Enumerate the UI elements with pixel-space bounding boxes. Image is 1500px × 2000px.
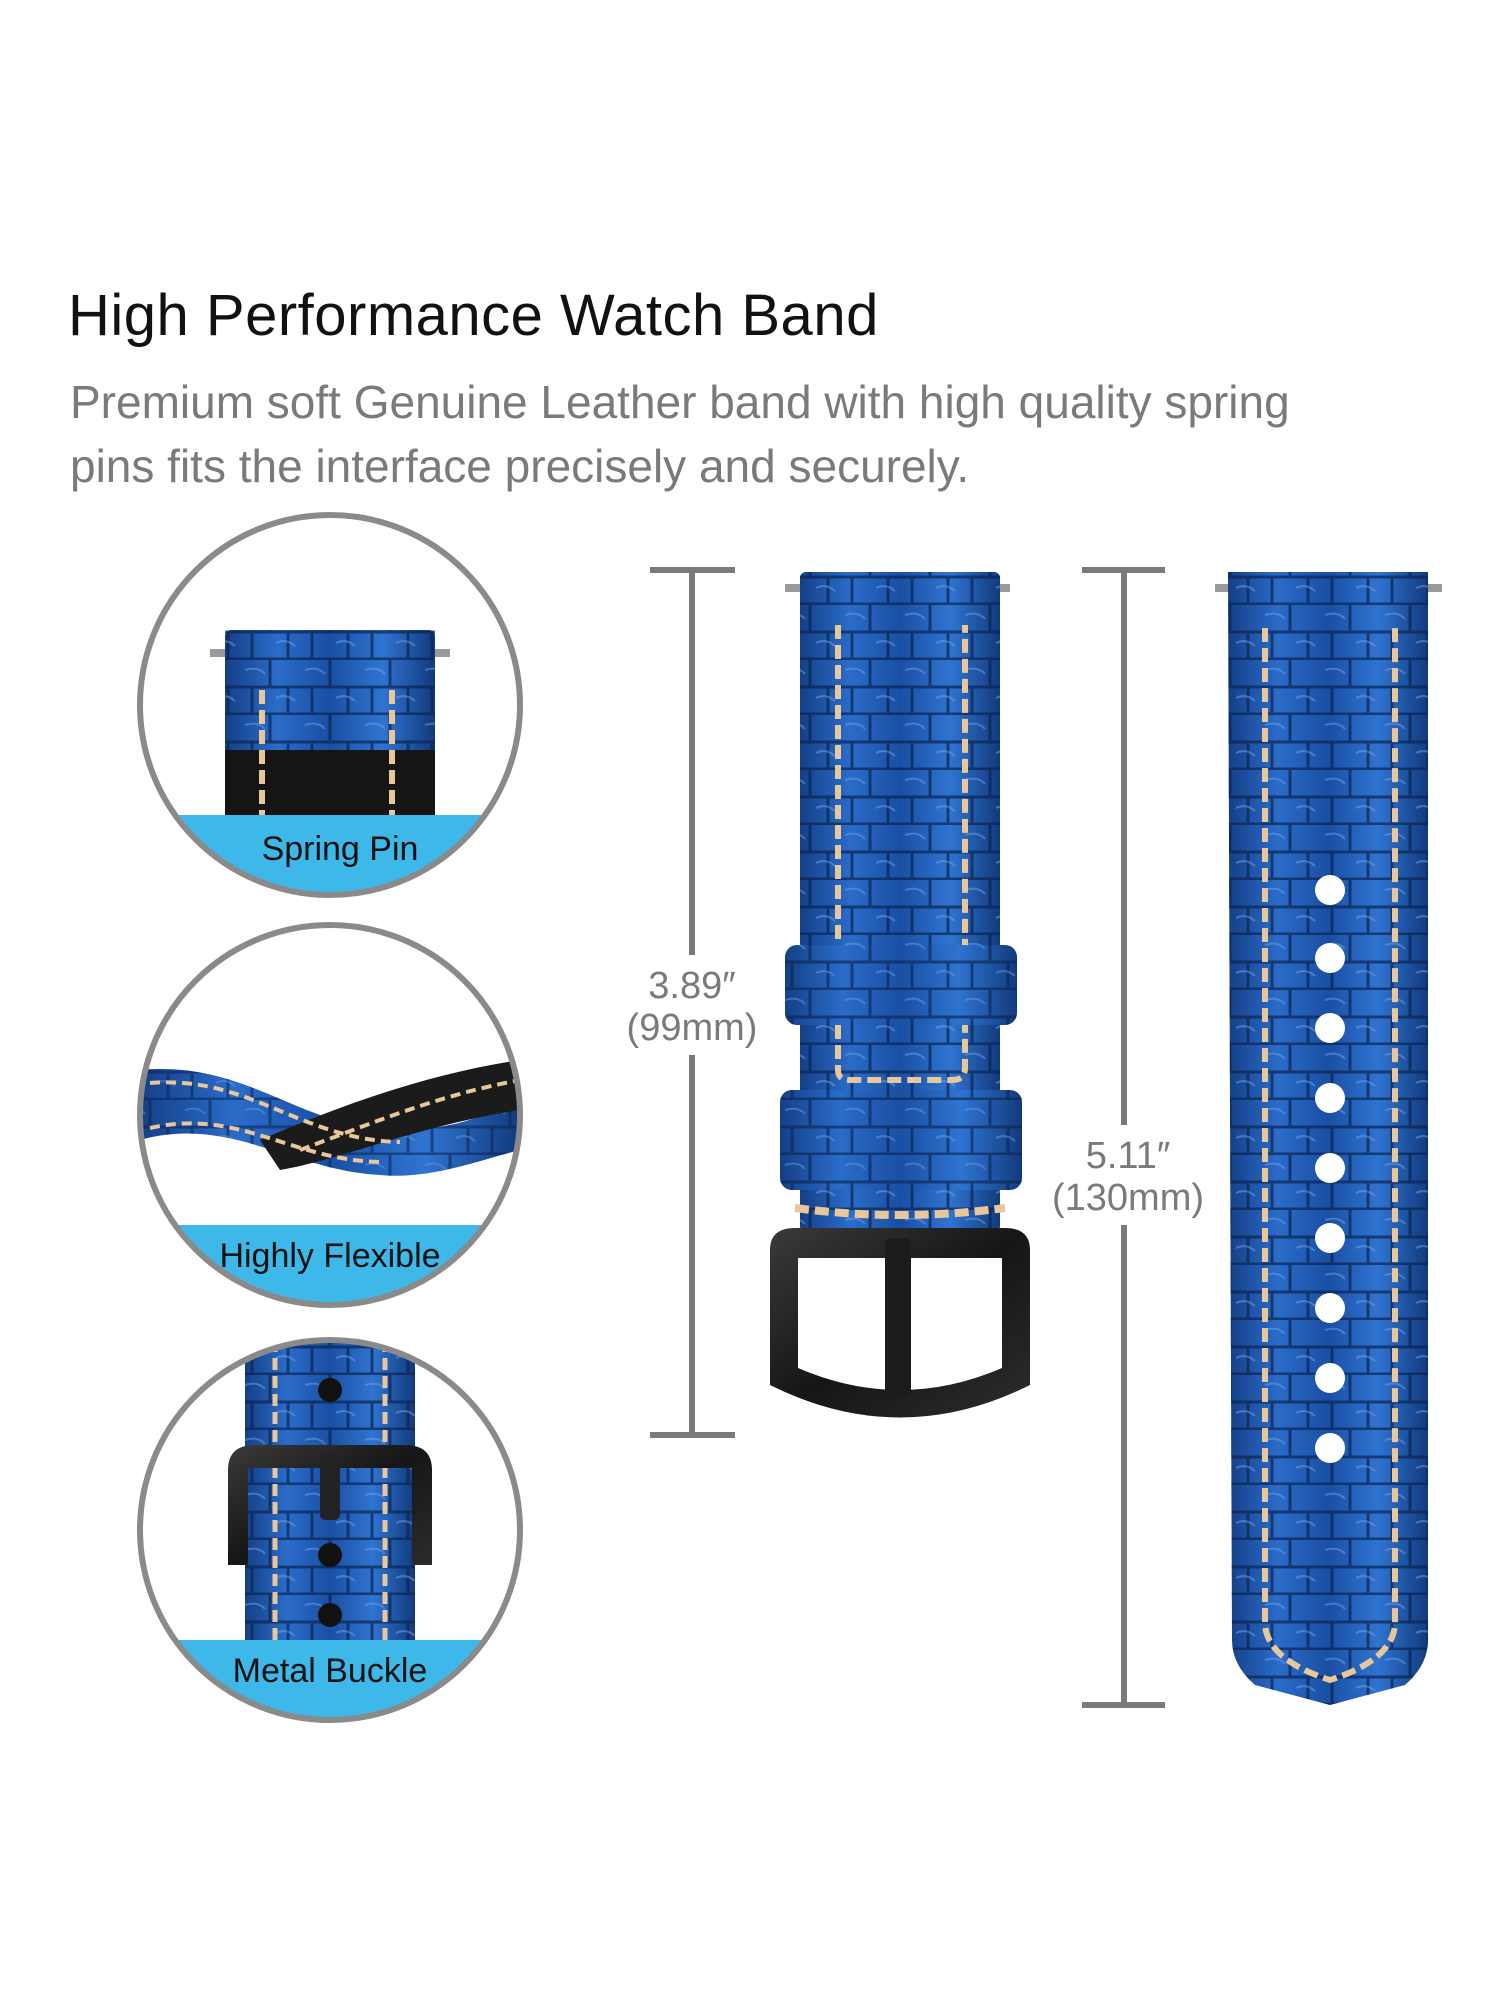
feature-label-spring-pin: Spring Pin	[262, 830, 419, 868]
strap-holes	[1315, 875, 1345, 1463]
feature-circle-highly-flexible: Highly Flexible	[137, 922, 523, 1308]
dimension-long-mm: (130mm)	[1052, 1177, 1204, 1219]
subtitle-line-2: pins fits the interface precisely and se…	[70, 440, 970, 492]
long-strap	[1215, 572, 1442, 1705]
dimension-short-inches: 3.89″	[648, 965, 735, 1007]
feature-label-metal-buckle: Metal Buckle	[233, 1652, 428, 1690]
page-title: High Performance Watch Band	[68, 283, 879, 348]
dimension-short-strap: 3.89″ (99mm)	[627, 567, 758, 1438]
feature-circle-spring-pin: Spring Pin	[137, 512, 523, 898]
dimension-long-inches: 5.11″	[1086, 1135, 1171, 1177]
feature-circle-metal-buckle: Metal Buckle	[137, 1337, 523, 1723]
short-strap-with-buckle	[770, 572, 1030, 1418]
page-subtitle: Premium soft Genuine Leather band with h…	[70, 370, 1450, 498]
dimension-long-strap: 5.11″ (130mm)	[1052, 567, 1204, 1708]
feature-label-highly-flexible: Highly Flexible	[219, 1237, 440, 1275]
dimension-short-mm: (99mm)	[627, 1007, 758, 1049]
subtitle-line-1: Premium soft Genuine Leather band with h…	[70, 376, 1290, 428]
